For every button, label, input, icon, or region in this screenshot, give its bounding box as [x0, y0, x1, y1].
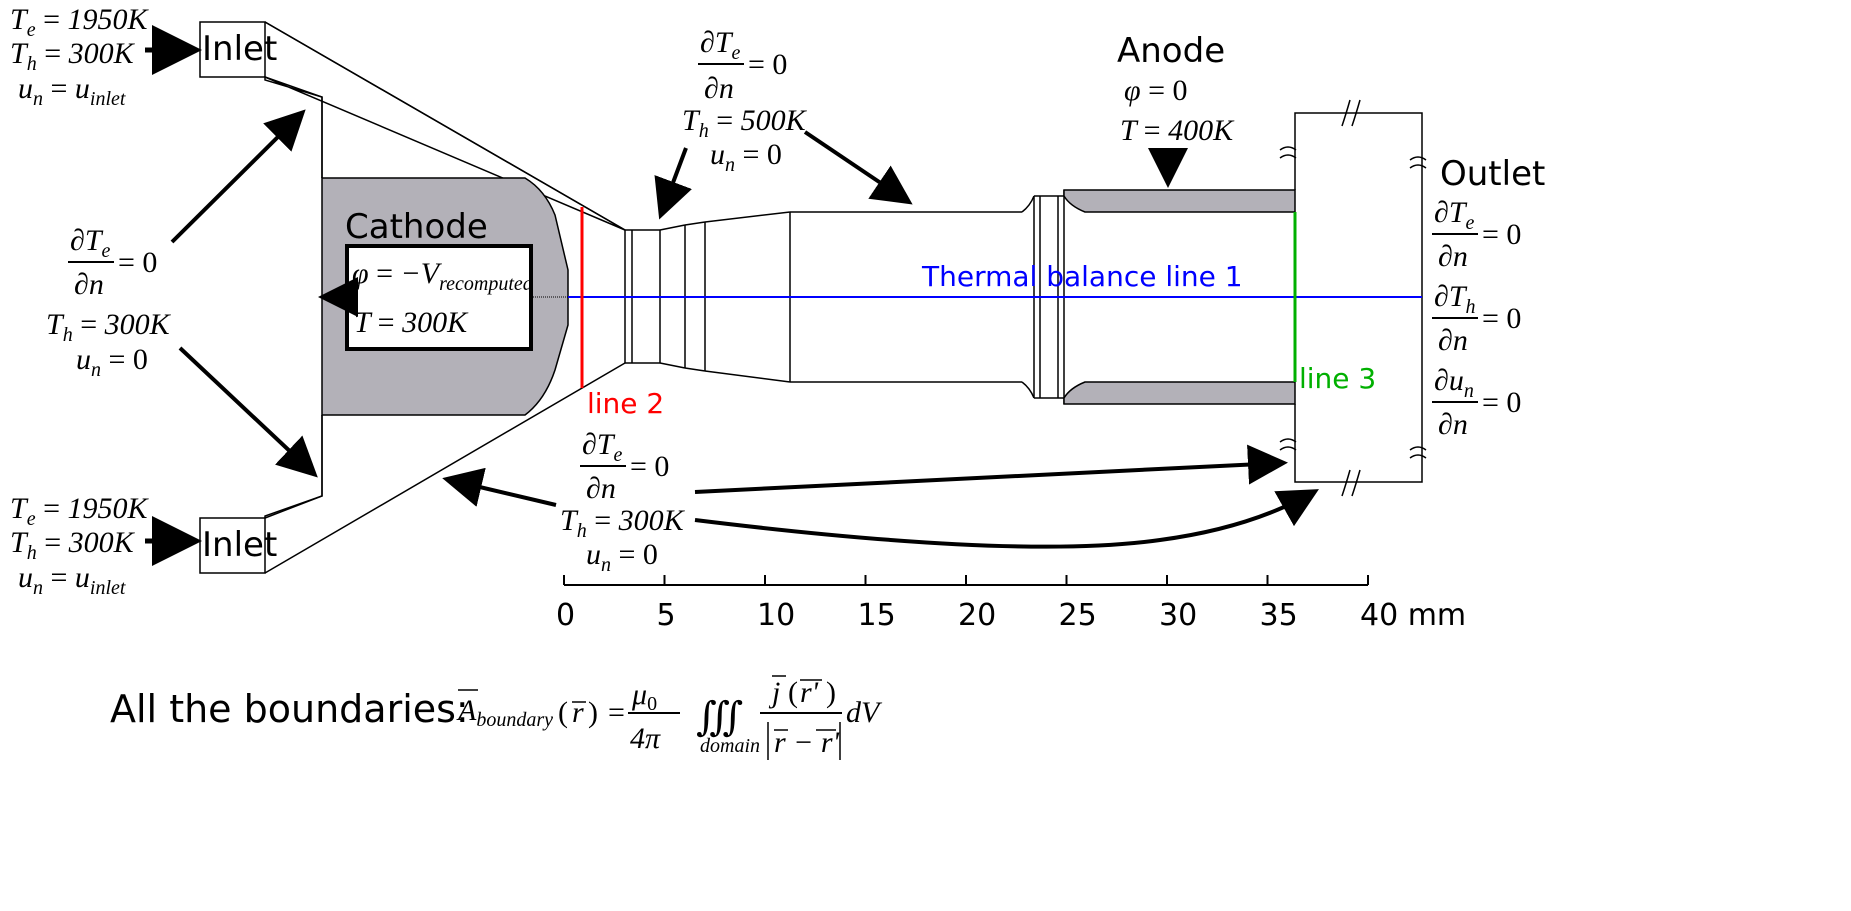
cathode-label: Cathode	[345, 207, 488, 247]
arrow-nozzle	[654, 147, 692, 220]
svg-text:dV: dV	[846, 696, 883, 729]
inlet-top-conditions: Te = 1950K Th = 300K un = uinlet	[10, 3, 150, 110]
svg-text:= 0: = 0	[1482, 302, 1521, 335]
svg-text:Th = 300K: Th = 300K	[10, 526, 136, 564]
svg-text:un = 0: un = 0	[586, 538, 658, 576]
svg-text:un = 0: un = 0	[710, 138, 782, 176]
axis-tick-label: 20	[958, 598, 996, 633]
axis-tick-label: 5	[657, 598, 676, 633]
svg-text:∂n: ∂n	[1438, 324, 1468, 357]
line-3-label: line 3	[1299, 362, 1376, 395]
axis-tick-label: 15	[858, 598, 896, 633]
svg-text:= 0: = 0	[118, 246, 157, 279]
arrow-wall-down	[178, 346, 318, 478]
pointer-arrows	[145, 25, 1319, 566]
cathode-bc-box	[345, 244, 533, 351]
svg-text:∭: ∭	[696, 694, 743, 739]
svg-text:Th = 300K: Th = 300K	[560, 504, 686, 542]
svg-text:∂Te: ∂Te	[70, 224, 111, 262]
svg-text:un = uinlet: un = uinlet	[18, 561, 126, 599]
svg-text:∂Te: ∂Te	[700, 26, 741, 64]
inlet-label-top: Inlet	[202, 29, 277, 69]
nozzle-conditions: ∂Te ∂n = 0 Th = 500K un = 0	[682, 26, 808, 176]
svg-text:∂n: ∂n	[704, 72, 734, 105]
anode-upper	[1063, 189, 1296, 213]
all-boundaries-label: All the boundaries:	[110, 687, 469, 731]
anode-lower	[1063, 381, 1296, 405]
svg-text:= 0: = 0	[630, 450, 669, 483]
svg-text:= 0: = 0	[1482, 386, 1521, 419]
svg-text:T = 400K: T = 400K	[1120, 114, 1235, 147]
outer-contour-bottom	[264, 415, 323, 518]
svg-text:): )	[588, 696, 598, 729]
svg-text:∂Th: ∂Th	[1434, 280, 1476, 318]
svg-text:r': r'	[800, 676, 819, 709]
line-2-label: line 2	[587, 387, 664, 420]
anode-conditions: φ = 0 T = 400K	[1120, 74, 1235, 147]
axis-tick-label: 0	[556, 598, 575, 633]
svg-text:(: (	[788, 676, 798, 709]
svg-text:Th = 500K: Th = 500K	[682, 104, 808, 142]
axis-tick-label: 25	[1059, 598, 1097, 633]
svg-text:∂n: ∂n	[1438, 408, 1468, 441]
svg-text:∂Te: ∂Te	[1434, 196, 1475, 234]
inlet-label-bottom: Inlet	[202, 525, 277, 565]
arrow-channel	[803, 130, 913, 205]
svg-text:Te = 1950K: Te = 1950K	[10, 3, 150, 41]
svg-text:φ = −Vrecomputed: φ = −Vrecomputed	[352, 257, 534, 295]
svg-text:Te = 1950K: Te = 1950K	[10, 492, 150, 530]
arrow-outlet-side	[694, 444, 1288, 494]
svg-text:= 0: = 0	[1482, 218, 1521, 251]
svg-text:j: j	[768, 676, 780, 709]
svg-text:=: =	[608, 696, 625, 729]
thermal-balance-line-1-label: Thermal balance line 1	[921, 260, 1243, 293]
svg-text:∂Te: ∂Te	[582, 428, 623, 466]
svg-text:φ = 0: φ = 0	[1124, 74, 1188, 107]
left-wall-conditions: ∂Te ∂n = 0 Th = 300K un = 0	[46, 224, 172, 381]
mm-axis: 0 5 10 15 20 25 30 35 40 mm	[556, 575, 1466, 633]
svg-text:r: r	[572, 696, 584, 729]
axis-tick-label: 30	[1159, 598, 1197, 633]
svg-text:): )	[826, 676, 836, 709]
svg-text:4π: 4π	[630, 722, 661, 755]
svg-text:Aboundary: Aboundary	[456, 694, 553, 731]
inlet-bottom-conditions: Te = 1950K Th = 300K un = uinlet	[10, 492, 150, 599]
svg-text:μ0: μ0	[631, 678, 657, 715]
anode-label: Anode	[1117, 31, 1225, 71]
vector-potential-formula: Aboundary ( r ) = μ0 4π ∭ domain j ( r' …	[456, 675, 883, 760]
axis-tick-label: 10	[757, 598, 795, 633]
svg-text:∂n: ∂n	[1438, 240, 1468, 273]
break-marks	[1279, 99, 1427, 497]
arrow-outlet-bottom	[694, 489, 1319, 549]
svg-text:domain: domain	[700, 735, 760, 757]
outlet-label: Outlet	[1440, 154, 1545, 194]
svg-text:∂n: ∂n	[74, 268, 104, 301]
svg-text:un = uinlet: un = uinlet	[18, 72, 126, 110]
svg-text:(: (	[558, 696, 568, 729]
svg-text:Th = 300K: Th = 300K	[46, 308, 172, 346]
svg-text:un = 0: un = 0	[76, 343, 148, 381]
outlet-conditions: ∂Te ∂n = 0 ∂Th ∂n = 0 ∂un ∂n = 0	[1432, 196, 1521, 441]
arrow-wall-up	[170, 109, 306, 244]
lower-wall-conditions: ∂Te ∂n = 0 Th = 300K un = 0	[560, 428, 686, 576]
svg-text:∂n: ∂n	[586, 472, 616, 505]
svg-text:∂un: ∂un	[1434, 364, 1474, 402]
svg-text:T = 300K: T = 300K	[354, 306, 469, 339]
svg-text:Th = 300K: Th = 300K	[10, 37, 136, 75]
axis-tick-label: 35	[1260, 598, 1298, 633]
svg-text:= 0: = 0	[748, 48, 787, 81]
svg-text:r − r': r − r'	[774, 726, 840, 759]
arrow-lower-wall	[442, 467, 557, 507]
cathode-conditions: φ = −Vrecomputed T = 300K	[352, 257, 534, 339]
axis-tick-label: 40 mm	[1360, 598, 1466, 633]
